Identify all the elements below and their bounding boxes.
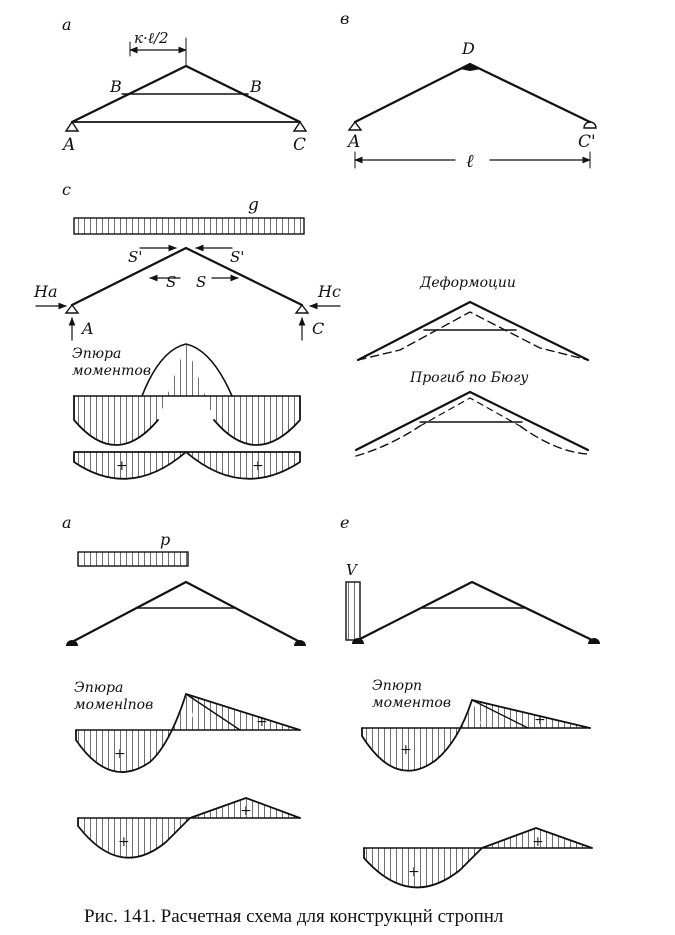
rafter <box>353 62 592 124</box>
wind-load-v <box>345 581 361 641</box>
force-label: Ha <box>33 282 58 301</box>
support-left-icon <box>347 120 363 131</box>
force-label: S' <box>230 248 244 266</box>
force-label: S <box>196 273 206 291</box>
point-label: C <box>293 135 306 155</box>
moments-title: Эпюра <box>72 346 121 362</box>
force-label: S' <box>128 248 142 266</box>
point-label: B <box>109 77 122 96</box>
moment-diagram-fill <box>74 452 300 479</box>
point-label: C' <box>578 132 596 152</box>
moment-curve <box>213 395 301 446</box>
point-label: A <box>346 132 360 152</box>
deformed-shape <box>419 397 521 427</box>
span-label: ℓ <box>466 151 474 172</box>
plus-sign: + <box>400 742 412 758</box>
force-label: S <box>166 273 176 291</box>
point-label: A <box>61 135 75 155</box>
moment-diagram-outline <box>73 451 301 480</box>
moment-diagram-outline <box>75 693 301 773</box>
panel-letter: а <box>62 15 72 34</box>
panel-letter: c <box>62 180 71 199</box>
moment-diagram-fill <box>362 700 482 771</box>
rafter <box>70 246 304 307</box>
plus-sign: + <box>240 803 252 819</box>
rafter <box>70 580 302 644</box>
moments-title: Эпюрп <box>372 678 422 694</box>
moment-diagram-outline <box>361 699 591 772</box>
point-label: C <box>312 319 324 338</box>
figure-caption: Рис. 141. Расчетная схема для конструкцн… <box>84 906 504 927</box>
support-right-icon <box>294 303 310 314</box>
panel-letter: а <box>62 513 72 532</box>
moment-diagram-outline <box>77 797 301 859</box>
moments-title: моментов <box>72 363 151 379</box>
rafter <box>356 580 594 642</box>
dimension-label: к·ℓ/2 <box>134 29 169 47</box>
rafter <box>354 390 590 452</box>
rafter <box>70 64 302 124</box>
moments-title: моментов <box>372 695 451 711</box>
load-label: g <box>248 195 259 215</box>
moment-line <box>185 693 241 731</box>
plus-sign: + <box>534 712 546 728</box>
support-left-icon <box>66 640 78 646</box>
point-label: A <box>80 319 94 338</box>
distributed-load-p <box>77 551 189 567</box>
panel-d: а p Эпюра моменlпов + + + + <box>62 513 306 859</box>
support-right-icon <box>294 640 306 646</box>
moment-diagram-fill <box>482 828 592 848</box>
rafter <box>356 300 590 362</box>
support-left-icon <box>64 303 80 314</box>
panel-deformation: Деформоции Прогиб по Бюгу <box>354 275 590 457</box>
panel-b-top: в D A C' ℓ <box>340 9 597 172</box>
plus-sign: + <box>256 714 268 730</box>
moment-diagram-fill <box>76 694 196 773</box>
point-label: D <box>461 39 475 58</box>
panel-e: е V Эпюрп моментов + + + + <box>340 513 600 889</box>
load-label: p <box>160 530 170 549</box>
moment-diagram-fill <box>364 848 482 888</box>
panel-c: c g S' S' S S Ha Hc A C Эпюра моментов + <box>33 180 341 480</box>
deformed-shape <box>355 425 589 457</box>
panel-a-top: а к·ℓ/2 B B A C <box>61 15 308 155</box>
plus-sign: + <box>252 458 264 474</box>
support-right-icon <box>588 638 600 644</box>
plus-sign: + <box>114 746 126 762</box>
ridge-joint-icon <box>460 63 481 71</box>
distributed-load-g <box>73 217 305 235</box>
support-right-icon <box>292 120 308 132</box>
support-left-icon <box>64 120 80 132</box>
deformed-shape <box>357 311 589 361</box>
deflection-title: Прогиб по Бюгу <box>409 370 529 386</box>
panel-letter: е <box>340 513 349 532</box>
support-right-icon <box>583 121 597 129</box>
plus-sign: + <box>532 834 544 850</box>
point-label: B <box>249 77 262 96</box>
deformation-title: Деформоции <box>419 275 516 291</box>
moments-title: моменlпов <box>74 697 153 713</box>
moment-line <box>471 699 529 729</box>
force-label: Hc <box>317 282 341 301</box>
load-label: V <box>346 561 359 579</box>
panel-letter: в <box>340 9 349 28</box>
plus-sign: + <box>408 864 420 880</box>
plus-sign: + <box>118 834 130 850</box>
plus-sign: + <box>116 458 128 474</box>
moment-diagram-fill <box>74 344 300 445</box>
moment-curve <box>73 395 159 446</box>
moment-diagram-fill <box>190 798 300 818</box>
moment-diagram-fill <box>78 818 190 858</box>
moments-title: Эпюра <box>74 680 123 696</box>
moment-diagram-outline <box>363 827 593 889</box>
support-left-icon <box>352 638 364 644</box>
moment-peak <box>141 343 233 397</box>
